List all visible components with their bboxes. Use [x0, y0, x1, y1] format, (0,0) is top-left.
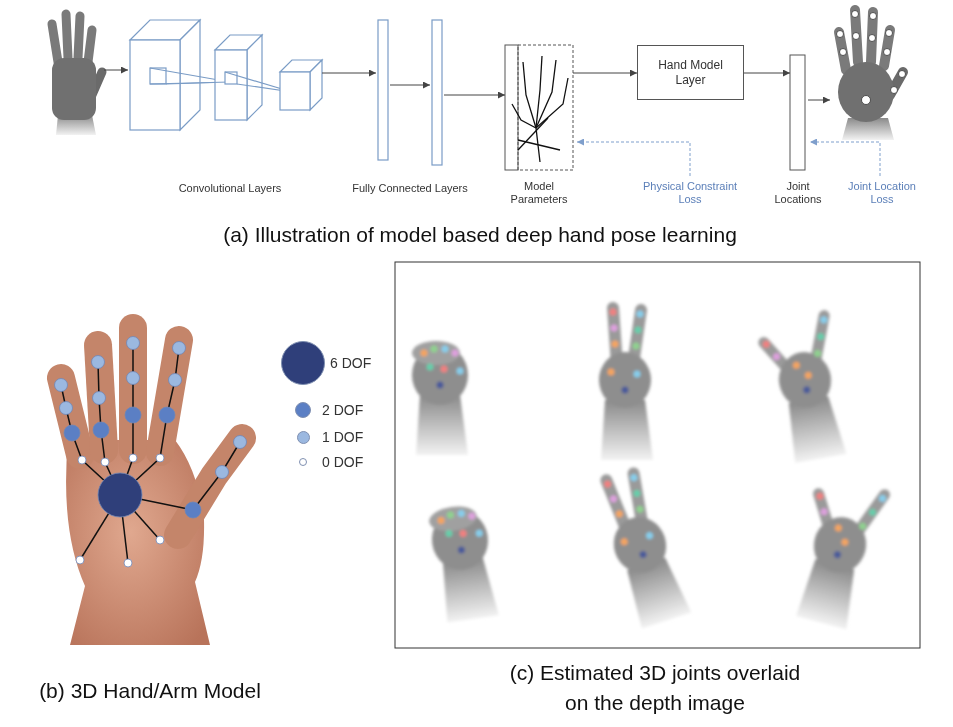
legend-swatch: [297, 431, 310, 444]
joint-vector: Joint Locations: [790, 55, 806, 170]
layer-group: Convolutional Layers: [130, 15, 322, 130]
arrow-connector: [322, 73, 376, 74]
legend-text: 1 DOF: [322, 429, 363, 445]
layer-label: Convolutional Layers: [160, 182, 300, 195]
arrow-connector: [573, 73, 637, 74]
panel-caption: (b) 3D Hand/Arm Model: [5, 678, 295, 704]
loss-label: Physical Constraint Loss: [640, 180, 740, 206]
process-box: Hand Model Layer: [637, 45, 744, 100]
output-arrow: [808, 100, 830, 101]
layer-label: Fully Connected Layers: [350, 182, 470, 195]
legend-swatch: [299, 458, 307, 466]
legend-text: 6 DOF: [330, 355, 371, 371]
box-text: Hand Model Layer: [638, 58, 743, 88]
input-depth-hand: [52, 14, 102, 135]
results-panel: [395, 262, 920, 648]
legend-text: 0 DOF: [322, 454, 363, 470]
panel-caption: (c) Estimated 3D joints overlaid on the …: [500, 658, 810, 718]
model-parameters-drawing: [505, 45, 573, 170]
parameter-vector: Model Parameters: [505, 45, 573, 170]
layer-label: Joint Locations: [766, 180, 830, 206]
legend-text: 2 DOF: [322, 402, 363, 418]
arrow-connector: [444, 95, 505, 96]
legend-swatch: [295, 402, 311, 418]
input-arrow: [104, 70, 128, 71]
panel-caption: (a) Illustration of model based deep han…: [100, 222, 860, 248]
legend-swatch: [281, 341, 325, 385]
layer-label: Model Parameters: [500, 180, 578, 206]
loss-label: Joint Location Loss: [842, 180, 922, 206]
joint-location-loss-arrow: [810, 142, 880, 176]
depth-results: [412, 308, 887, 631]
output-depth-hand: [837, 10, 906, 140]
fc-layers-drawing: [378, 20, 442, 165]
arrow-connector: [744, 73, 790, 74]
layer-group: Fully Connected Layers: [376, 20, 444, 165]
conv-layers-drawing: [130, 20, 322, 130]
hand-model-drawing: [55, 328, 247, 645]
physical-constraint-loss-arrow: [577, 142, 690, 176]
joint-locations-drawing: [790, 55, 805, 170]
